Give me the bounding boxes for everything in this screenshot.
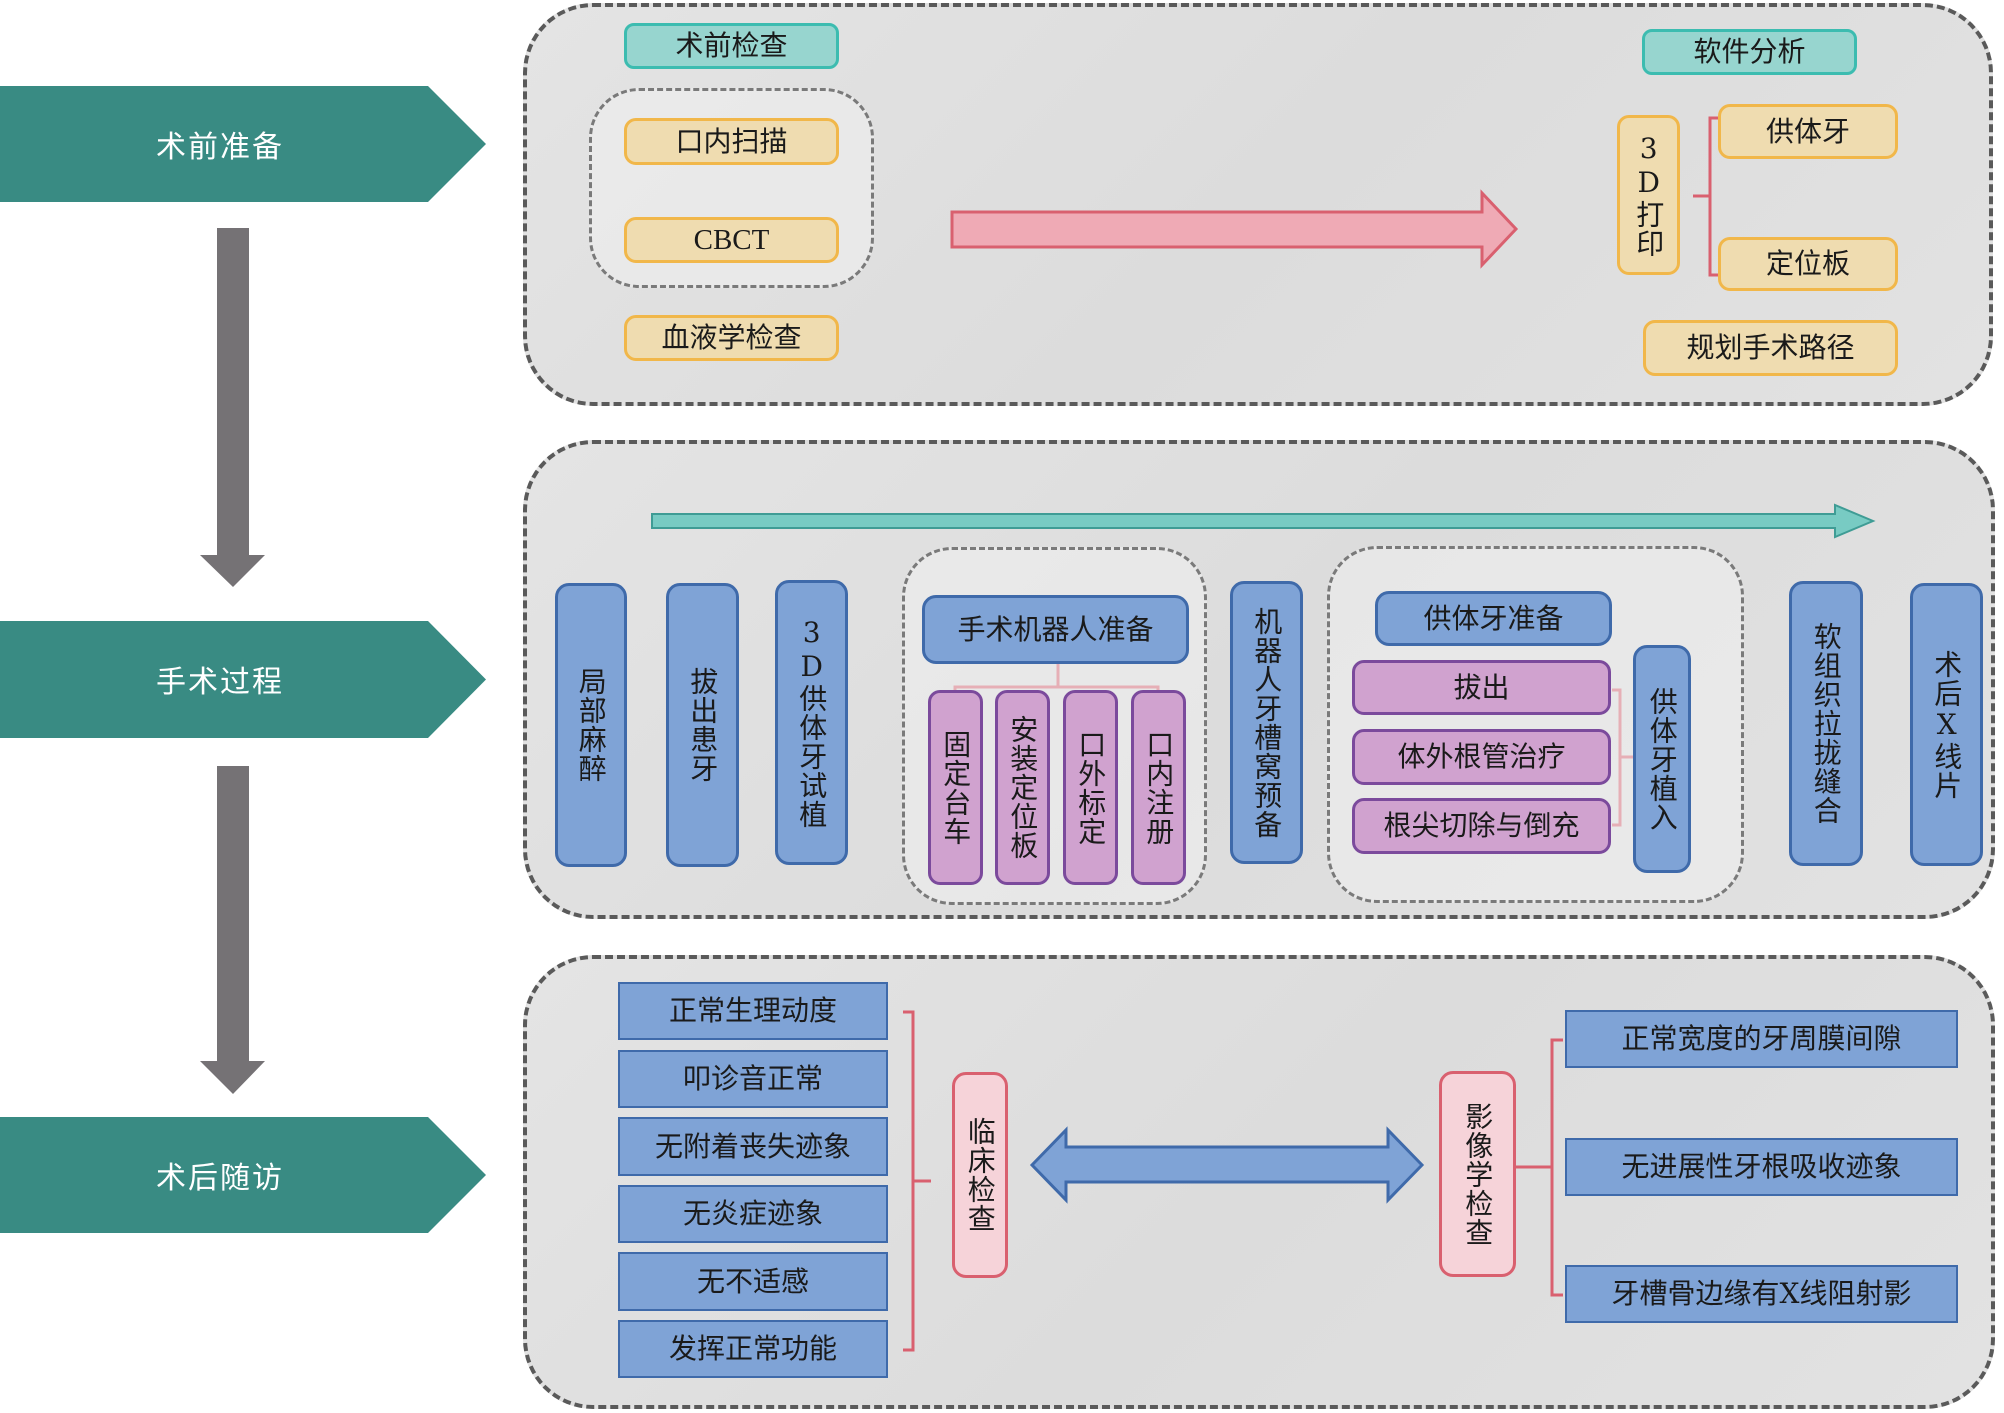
robot-prep-item: 口外标定 — [1063, 690, 1118, 885]
clinical-item: 无不适感 — [618, 1252, 888, 1311]
stage-banner-preop: 术前准备 — [0, 86, 486, 202]
robot-prep-item: 安装定位板 — [995, 690, 1050, 885]
stage-banner-surgery: 手术过程 — [0, 621, 486, 738]
print-item-donor-tooth: 供体牙 — [1718, 104, 1898, 159]
clinical-item: 正常生理动度 — [618, 982, 888, 1040]
step-postop-xray: 术后X线片 — [1910, 583, 1983, 866]
stage-label: 手术过程 — [156, 665, 284, 700]
plan-surgical-path: 规划手术路径 — [1643, 320, 1898, 376]
step-3d-donor-trial: 3D供体牙试植 — [775, 580, 848, 865]
preop-exam-header: 术前检查 — [624, 23, 839, 69]
donor-prep-item: 根尖切除与倒充 — [1352, 798, 1611, 854]
step-robot-socket-prep: 机器人牙槽窝预备 — [1230, 581, 1303, 864]
clinical-item: 无炎症迹象 — [618, 1185, 888, 1243]
software-analysis-header: 软件分析 — [1642, 29, 1857, 75]
robot-prep-title: 手术机器人准备 — [922, 595, 1189, 664]
stage-label: 术前准备 — [156, 130, 284, 165]
chevron-arrow-icon — [0, 86, 486, 202]
chevron-arrow-icon — [0, 1117, 486, 1233]
chevron-arrow-icon — [0, 621, 486, 738]
down-arrow-icon — [200, 766, 265, 1094]
clinical-exam-label: 临床检查 — [952, 1072, 1008, 1278]
robot-prep-item: 固定台车 — [928, 690, 983, 885]
imaging-item: 无进展性牙根吸收迹象 — [1565, 1138, 1958, 1196]
print-3d-label: 3D打印 — [1617, 115, 1680, 275]
donor-prep-item: 拔出 — [1352, 660, 1611, 715]
imaging-item: 正常宽度的牙周膜间隙 — [1565, 1010, 1958, 1068]
step-local-anesthesia: 局部麻醉 — [555, 583, 627, 867]
step-soft-tissue-suture: 软组织拉拢缝合 — [1789, 581, 1863, 866]
exam-item-cbct: CBCT — [624, 217, 839, 263]
down-arrow-icon — [200, 228, 265, 587]
donor-prep-item: 体外根管治疗 — [1352, 729, 1611, 785]
stage-label: 术后随访 — [156, 1161, 284, 1196]
donor-tooth-implant: 供体牙植入 — [1633, 645, 1691, 873]
clinical-item: 叩诊音正常 — [618, 1050, 888, 1108]
clinical-item: 无附着丧失迹象 — [618, 1117, 888, 1176]
exam-item-blood-test: 血液学检查 — [624, 315, 839, 361]
stage-banner-followup: 术后随访 — [0, 1117, 486, 1233]
robot-prep-item: 口内注册 — [1131, 690, 1186, 885]
exam-item-intraoral-scan: 口内扫描 — [624, 118, 839, 165]
donor-prep-title: 供体牙准备 — [1375, 591, 1612, 646]
step-extract-affected-tooth: 拔出患牙 — [666, 583, 739, 867]
imaging-exam-label: 影像学检查 — [1439, 1071, 1516, 1277]
print-item-positioning-plate: 定位板 — [1718, 237, 1898, 291]
imaging-item: 牙槽骨边缘有X线阻射影 — [1565, 1265, 1958, 1323]
clinical-item: 发挥正常功能 — [618, 1320, 888, 1378]
